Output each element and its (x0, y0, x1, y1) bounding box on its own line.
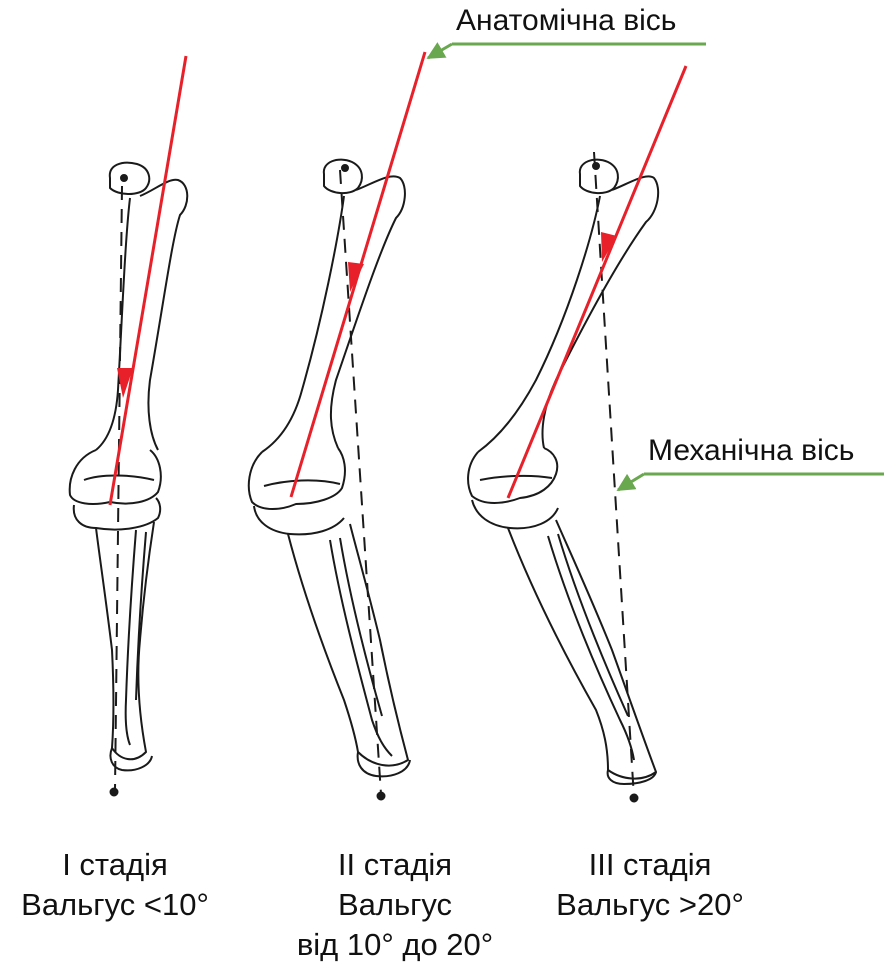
leg-stage-3 (468, 152, 658, 802)
stage-1-caption: I стадія Вальгус <10° (0, 845, 230, 925)
stage-1-title: I стадія (0, 845, 230, 885)
stage-3-caption: III стадія Вальгус >20° (530, 845, 770, 925)
stage-1-valgus: Вальгус <10° (0, 885, 230, 925)
mechanical-axis-label: Механічна вісь (648, 436, 854, 466)
stage-2-caption: II стадія Вальгус від 10° до 20° (270, 845, 520, 965)
callout-mechanical-line (618, 474, 884, 490)
stage-2-title: II стадія (270, 845, 520, 885)
anatomical-axis-label: Анатомічна вісь (456, 6, 676, 36)
stage-3-valgus: Вальгус >20° (530, 885, 770, 925)
stage-2-valgus: Вальгус (270, 885, 520, 925)
callout-anatomical-line (428, 44, 706, 58)
leg-stage-1 (70, 163, 188, 796)
leg-stage-2 (249, 160, 410, 800)
stage-2-range: від 10° до 20° (270, 925, 520, 965)
stage-3-title: III стадія (530, 845, 770, 885)
